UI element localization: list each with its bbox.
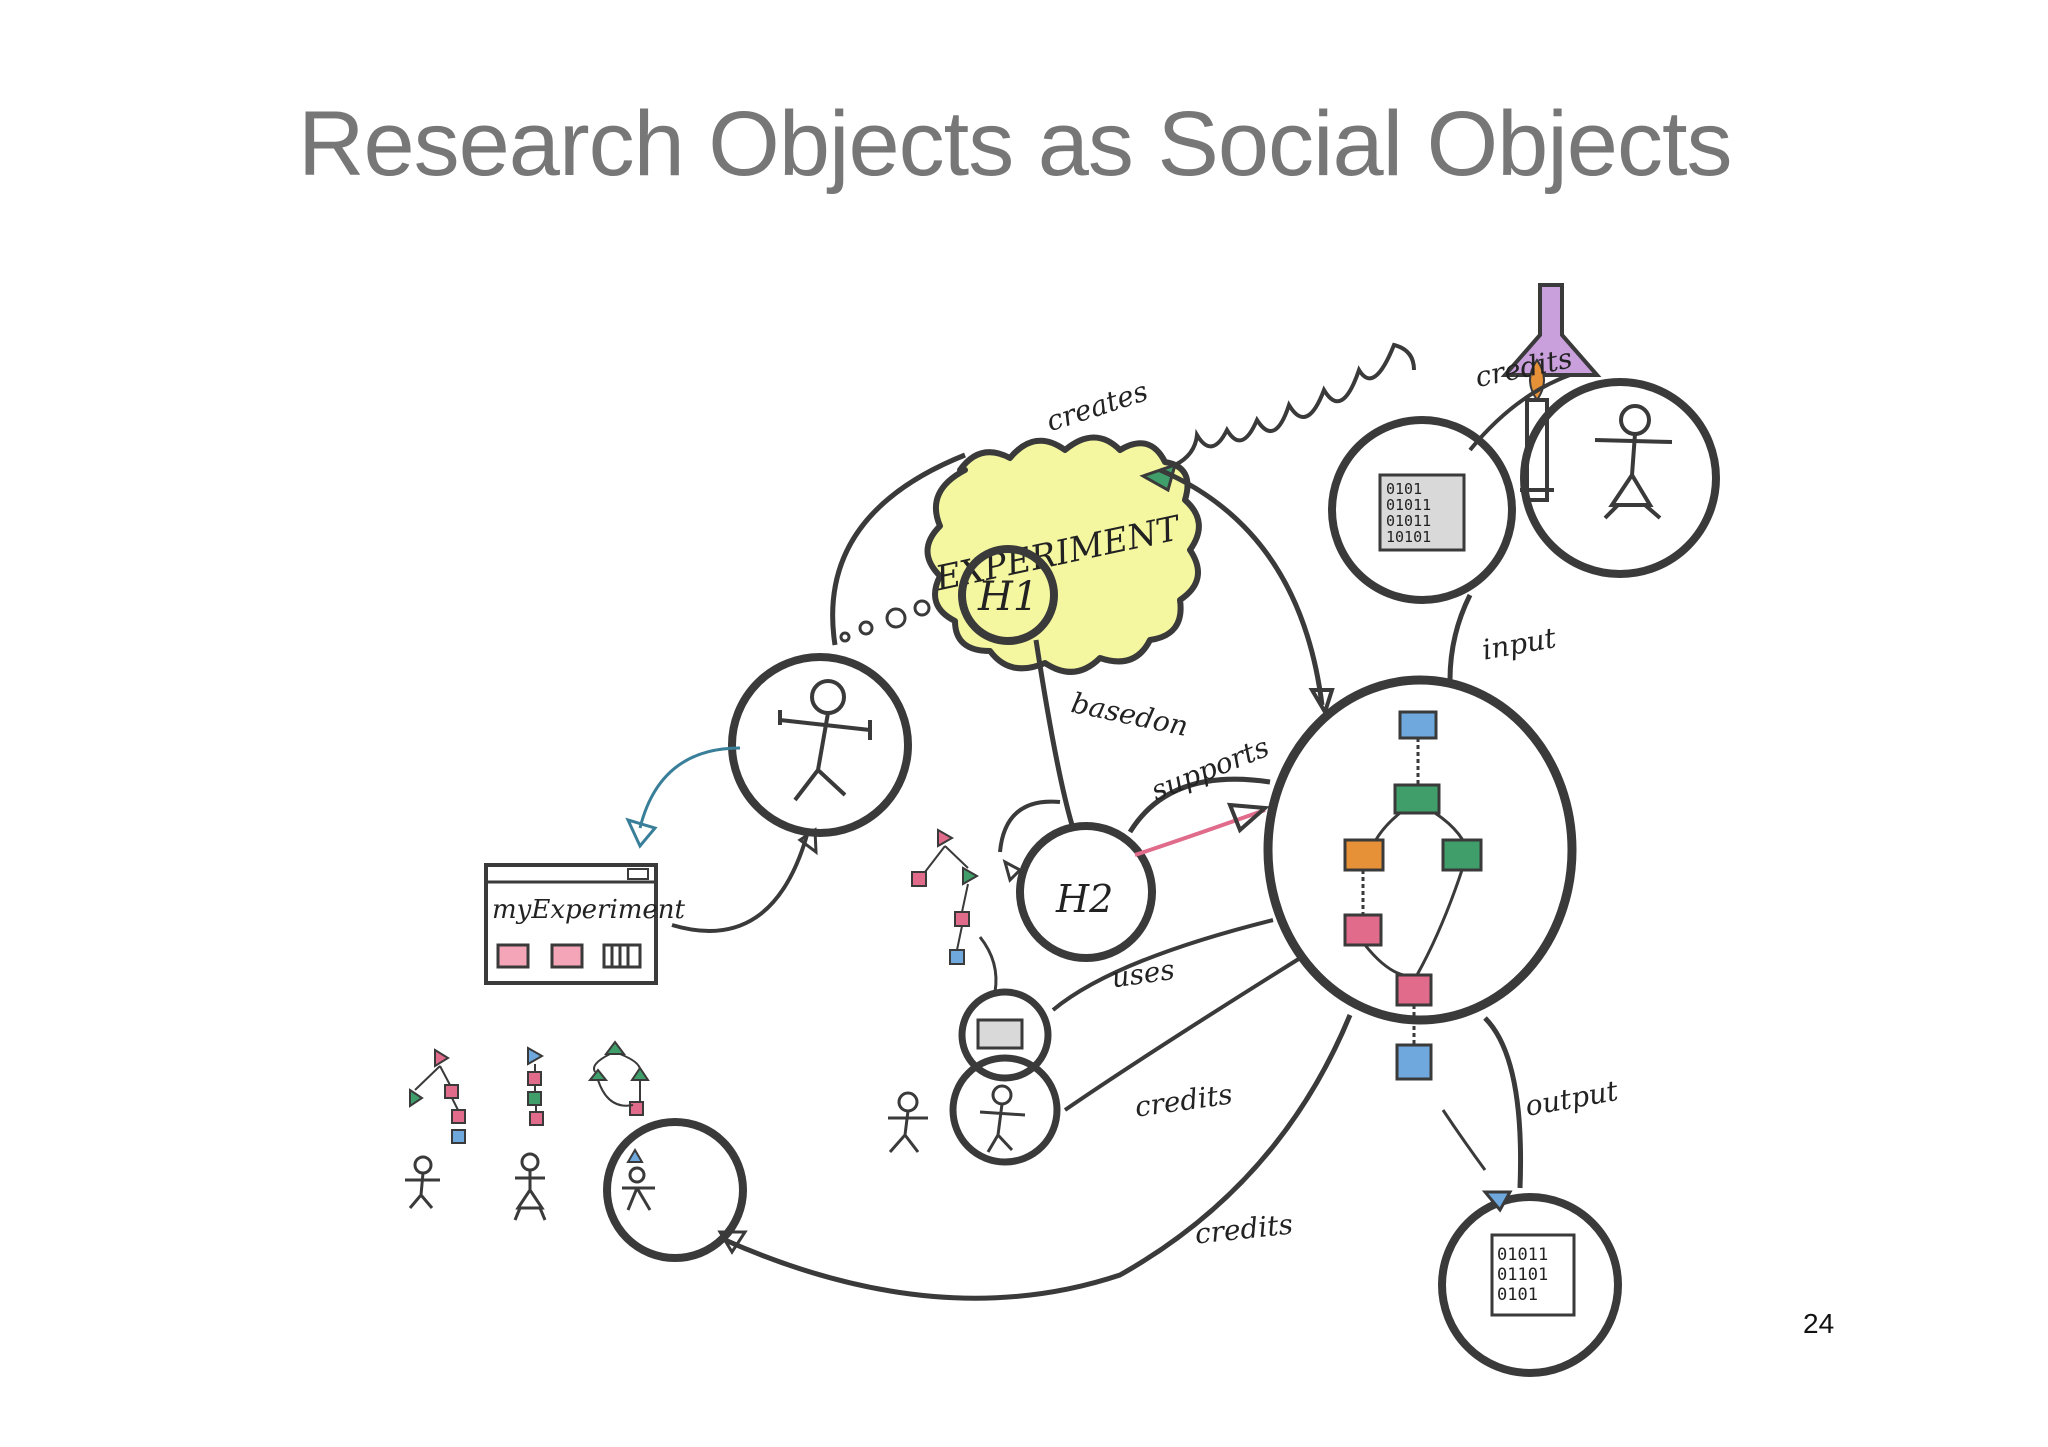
small-person-icon [888, 1091, 928, 1153]
page-number: 24 [1803, 1308, 1835, 1339]
myexperiment-label: myExperiment [492, 895, 686, 925]
hypothesis-1-circle [958, 545, 1058, 645]
binary-top-line-3: 01011 [1386, 512, 1431, 530]
squiggle-line [1174, 342, 1416, 467]
hypothesis-2-label: H2 [1055, 877, 1113, 921]
binary-bottom-line-1: 01011 [1497, 1245, 1548, 1265]
experiment-cloud: EXPERIMENT H1 [839, 434, 1202, 675]
scientist-node [728, 653, 912, 837]
people-icons [405, 1152, 547, 1221]
credits-top-arrow [1468, 373, 1571, 452]
input-arrow [1447, 593, 1473, 681]
output-arrow [1483, 1016, 1524, 1189]
credits-bottom-arrow [723, 1014, 1353, 1301]
uses-arrow [1051, 918, 1274, 1012]
binary-top-line-2: 01011 [1386, 496, 1431, 514]
workflow-variants [409, 1040, 650, 1144]
hypothesis-2-node: H2 [998, 799, 1156, 962]
bottom-left-person-node [603, 1118, 747, 1262]
supports-arrow [1127, 776, 1271, 834]
output-data-node: 01011 01101 0101 [1438, 1193, 1622, 1377]
myexperiment-window: myExperiment [484, 863, 686, 985]
workflow-node [1263, 675, 1577, 1081]
binary-top-line-4: 10101 [1386, 528, 1431, 546]
uses-credits-nodes [949, 936, 1061, 1166]
creates-arrow [830, 452, 1325, 706]
lab-scientist-node [1520, 378, 1720, 578]
credits-mid-arrow [1063, 953, 1307, 1112]
based-on-arrow [1033, 639, 1075, 826]
slide-title: Research Objects as Social Objects [298, 93, 1733, 195]
hypothesis-1-label: H1 [977, 574, 1038, 620]
binary-top-line-1: 0101 [1386, 480, 1422, 498]
input-data-node: 0101 01011 01011 10101 [1328, 416, 1516, 604]
mini-workflow-center [911, 828, 980, 965]
binary-bottom-line-2: 01101 [1497, 1265, 1548, 1285]
binary-bottom-line-3: 0101 [1497, 1285, 1538, 1305]
arrow-to-myexperiment [638, 746, 741, 829]
